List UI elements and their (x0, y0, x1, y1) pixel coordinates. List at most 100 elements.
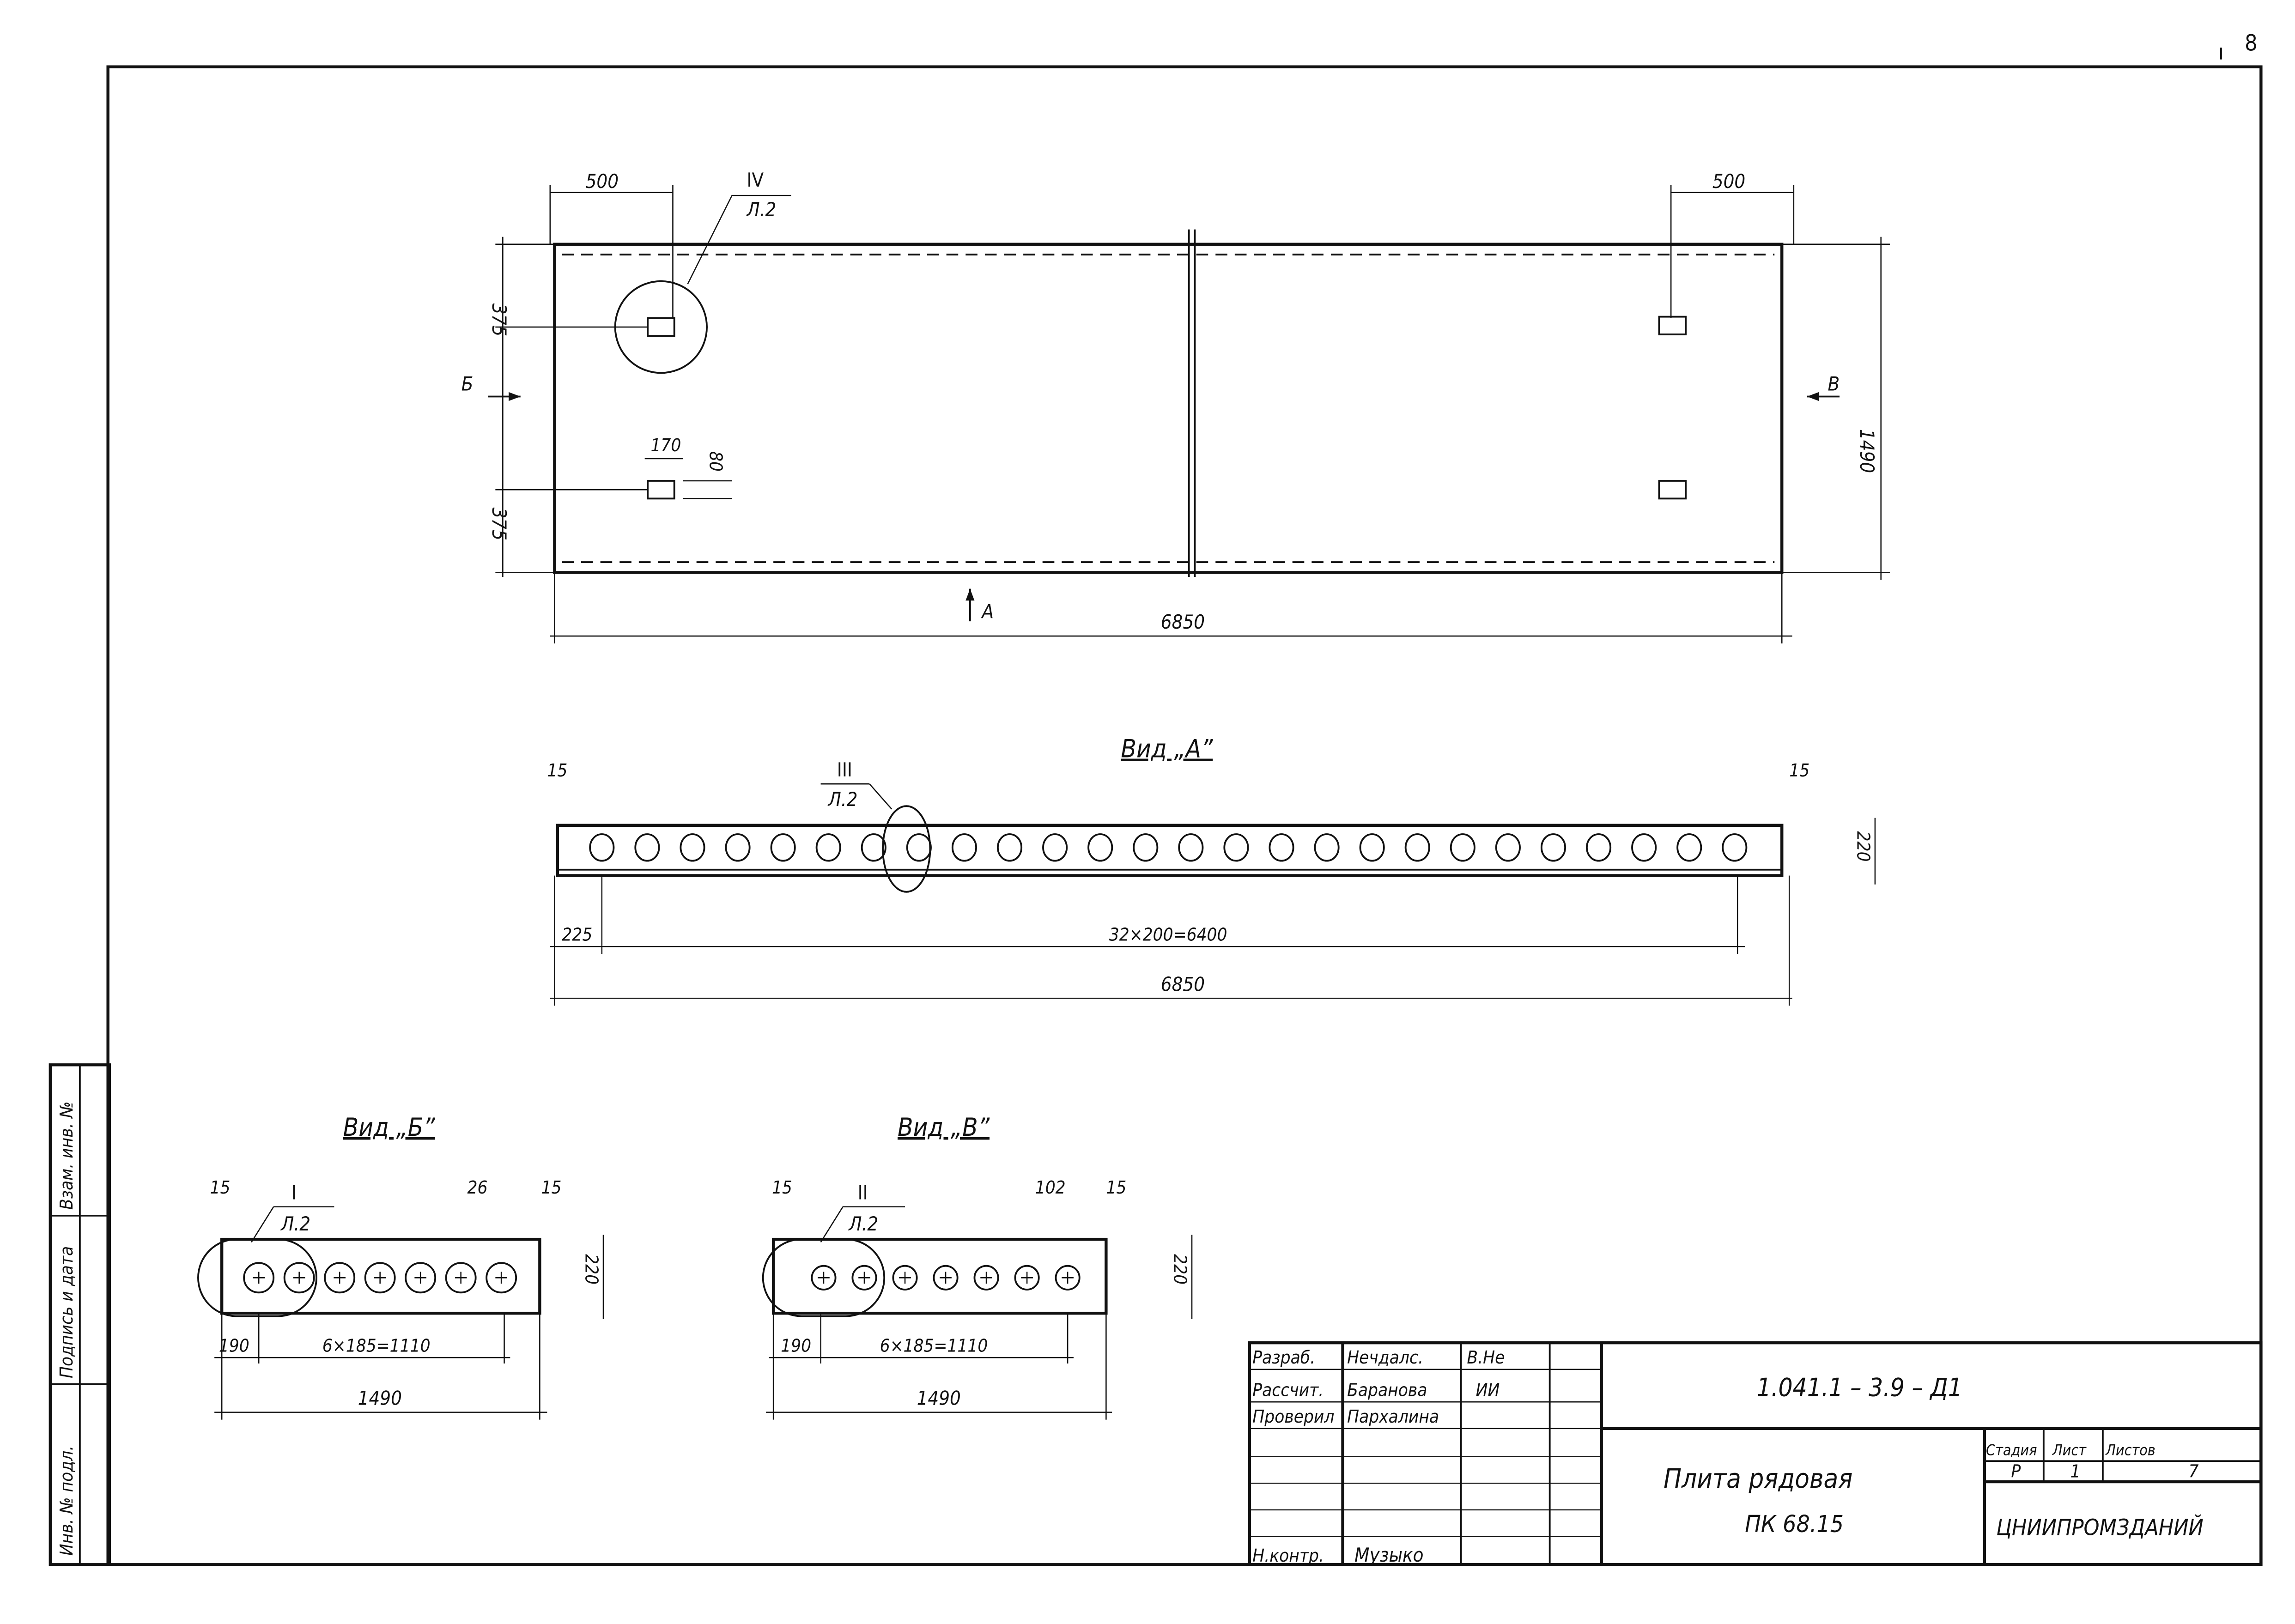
sheet-number: 8 (2245, 30, 2257, 56)
void-hole (1404, 833, 1430, 862)
hole-center-mark (940, 1272, 952, 1284)
view-a-arrow-label: А (981, 600, 994, 623)
hole-center-mark (414, 1272, 426, 1284)
void-hole (725, 833, 751, 862)
dim-220-a: 220 (1852, 831, 1873, 862)
view-v-title: Вид „В” (898, 1112, 990, 1142)
void-hole (680, 833, 705, 862)
void-hole (815, 833, 841, 862)
void-hole (892, 1265, 918, 1291)
hole-center-mark (455, 1272, 467, 1284)
detail-callout-ii (762, 1238, 886, 1317)
title-line-2: ПК 68.15 (1745, 1510, 1844, 1538)
title-line-1: Плита рядовая (1664, 1463, 1852, 1494)
stamp-replaces-inv: Взам. инв. № (56, 1101, 77, 1210)
title-block: Разраб. Нечдалс. В.Не Рассчит. Баранова … (1248, 1341, 2263, 1566)
dim-170: 170 (650, 435, 681, 456)
void-hole (1014, 1265, 1040, 1291)
view-a-title: Вид „А” (1121, 734, 1213, 764)
dim-1490-plan: 1490 (1856, 429, 1878, 473)
sheet-value: 1 (2070, 1461, 2080, 1482)
hole-center-mark (253, 1272, 265, 1284)
side-stamp: Инв. № подл. Подпись и дата Взам. инв. № (49, 1063, 111, 1566)
dim-26: 26 (468, 1177, 488, 1198)
void-hole (589, 833, 615, 862)
void-hole (997, 833, 1023, 862)
hole-center-mark (1021, 1272, 1033, 1284)
void-hole (1087, 833, 1113, 862)
hole-center-mark (334, 1272, 346, 1284)
void-hole (405, 1262, 437, 1294)
dim-holes-b: 6×185=1110 (322, 1335, 431, 1356)
dim-220-v: 220 (1170, 1254, 1190, 1285)
dim-6850-plan: 6850 (1161, 611, 1205, 633)
void-hole (364, 1262, 396, 1294)
name-0: Нечдалс. (1347, 1347, 1423, 1368)
void-hole (811, 1265, 837, 1291)
void-hole (1722, 833, 1748, 862)
void-hole (1133, 833, 1159, 862)
drawing-frame (106, 65, 2263, 1566)
void-hole (1540, 833, 1566, 862)
dim-500-left: 500 (586, 170, 619, 193)
void-hole (243, 1262, 275, 1294)
dim-190-v: 190 (781, 1335, 811, 1356)
void-hole (1314, 833, 1340, 862)
dim-102: 102 (1035, 1177, 1066, 1198)
hole-center-mark (980, 1272, 992, 1284)
void-hole (445, 1262, 477, 1294)
void-hole (1178, 833, 1204, 862)
stamp-signature-date: Подпись и дата (56, 1246, 77, 1378)
dim-holes-v: 6×185=1110 (880, 1335, 988, 1356)
plan-view: 500 500 375 375 1490 6850 170 80 IV Л.2 … (461, 169, 1890, 644)
dim-375-top: 375 (488, 303, 510, 336)
void-hole (1495, 833, 1521, 862)
void-hole (1450, 833, 1475, 862)
role-2: Проверил (1252, 1406, 1334, 1427)
void-hole (933, 1265, 959, 1291)
dim-1490-v: 1490 (917, 1387, 961, 1410)
void-hole (324, 1262, 356, 1294)
dim-220-b: 220 (581, 1254, 602, 1285)
hole-center-mark (899, 1272, 911, 1284)
dim-190-b: 190 (219, 1335, 249, 1356)
dim-6850-a: 6850 (1161, 973, 1205, 995)
view-v: Вид „В” II Л.2 15 102 15 220 190 6×185=1… (762, 1112, 1193, 1420)
void-hole (1676, 833, 1702, 862)
void-hole (851, 1265, 877, 1291)
sheets-value: 7 (2189, 1461, 2199, 1482)
hole-center-mark (1062, 1272, 1074, 1284)
hole-center-mark (293, 1272, 305, 1284)
hole-center-mark (818, 1272, 830, 1284)
callout-i-number: I (291, 1182, 297, 1204)
stage-label: Стадия (1986, 1441, 2037, 1459)
dim-375-bottom: 375 (488, 508, 510, 540)
hole-center-mark (495, 1272, 507, 1284)
hole-center-mark (858, 1272, 870, 1284)
void-hole (1055, 1265, 1081, 1291)
dim-15-right-b: 15 (541, 1177, 562, 1198)
name-1: Баранова (1347, 1380, 1427, 1400)
dim-15-left-v: 15 (772, 1177, 792, 1198)
void-hole (770, 833, 796, 862)
view-a: Вид „А” III Л.2 15 15 220 225 32×200=640… (547, 734, 1876, 1006)
detail-callout-ellipse (882, 805, 931, 893)
void-hole (634, 833, 660, 862)
hole-center-mark (374, 1272, 386, 1284)
view-v-arrow-label: В (1828, 373, 1840, 395)
dim-15-right-a: 15 (1789, 760, 1809, 781)
void-hole (1631, 833, 1657, 862)
role-3: Н.контр. (1252, 1545, 1324, 1566)
void-hole (951, 833, 977, 862)
sign-0: В.Не (1467, 1347, 1505, 1368)
void-hole (1223, 833, 1249, 862)
void-hole (486, 1262, 517, 1294)
dim-225: 225 (562, 924, 592, 945)
detail-callout-i (197, 1238, 317, 1317)
view-b-title: Вид „Б” (343, 1112, 436, 1142)
dim-15-left-b: 15 (210, 1177, 231, 1198)
role-0: Разраб. (1252, 1347, 1315, 1368)
view-b: Вид „Б” I Л.2 15 26 15 220 190 6×185=111… (197, 1112, 604, 1420)
sheets-label: Листов (2105, 1441, 2155, 1459)
